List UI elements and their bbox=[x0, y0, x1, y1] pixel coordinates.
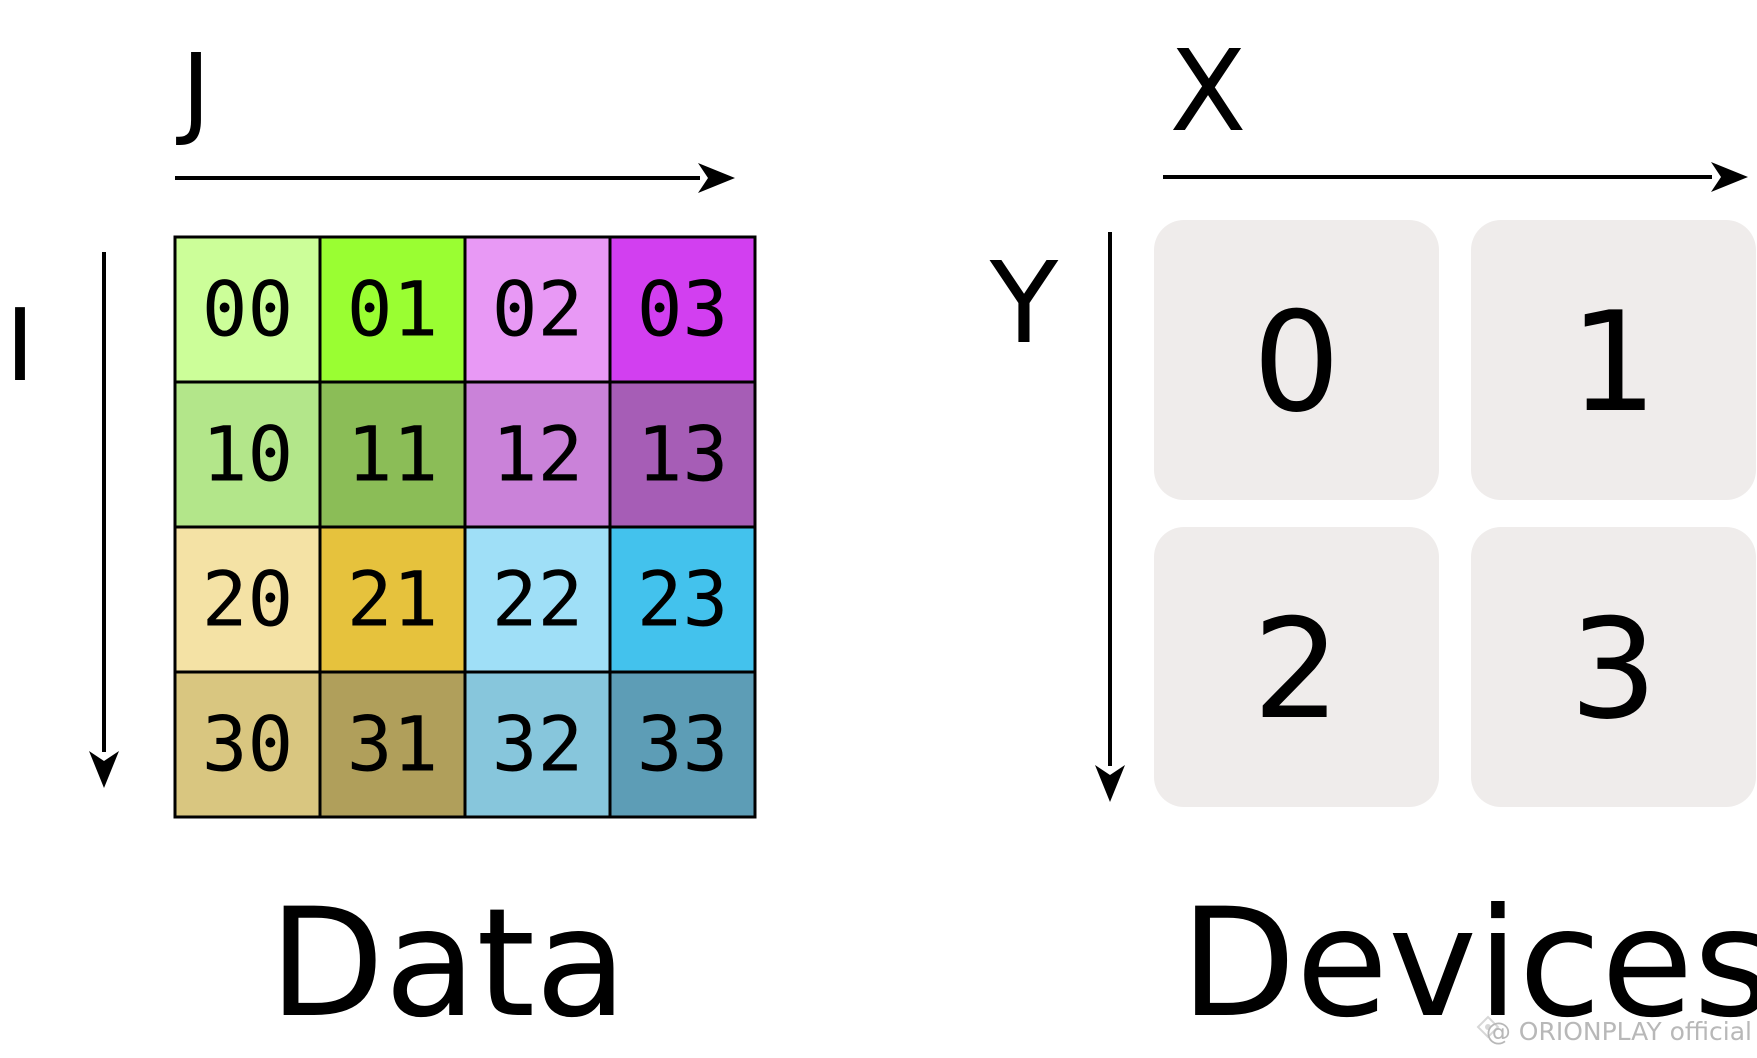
device-label: 2 bbox=[1253, 589, 1341, 750]
data-cell-label: 02 bbox=[492, 265, 584, 354]
devices-col-axis-label: X bbox=[1170, 27, 1247, 157]
data-cell-32: 32 bbox=[463, 670, 612, 819]
device-tile-0: 0 bbox=[1154, 220, 1439, 500]
device-tile-1: 1 bbox=[1471, 220, 1756, 500]
devices-row-axis-arrow bbox=[1095, 232, 1125, 802]
data-cell-03: 03 bbox=[608, 235, 757, 384]
data-cell-background bbox=[318, 380, 467, 529]
data-cell-label: 21 bbox=[347, 555, 439, 644]
device-tile-background bbox=[1154, 220, 1439, 500]
data-cell-30: 30 bbox=[173, 670, 322, 819]
data-cell-33: 33 bbox=[608, 670, 757, 819]
data-cell-label: 23 bbox=[637, 555, 729, 644]
devices-panel: X Y 0 1 2 3 Devices bbox=[989, 27, 1757, 1051]
watermark-logo-icon bbox=[1476, 1015, 1500, 1039]
data-cell-background bbox=[318, 670, 467, 819]
devices-col-axis-arrow bbox=[1163, 162, 1748, 192]
data-cell-label: 31 bbox=[347, 700, 439, 789]
data-grid: 00 01 02 03 10 11 12 13 20 21 22 23 30 31 32 33 bbox=[173, 235, 757, 819]
data-cell-label: 22 bbox=[492, 555, 584, 644]
watermark-text: @ ORIONPLAY official bbox=[1486, 1017, 1752, 1046]
data-cell-label: 32 bbox=[492, 700, 584, 789]
data-cell-label: 20 bbox=[202, 555, 294, 644]
device-tile-2: 2 bbox=[1154, 527, 1439, 807]
data-grid-border bbox=[173, 235, 757, 819]
devices-grid: 0 1 2 3 bbox=[1154, 220, 1756, 807]
data-caption: Data bbox=[269, 877, 627, 1051]
data-cell-22: 22 bbox=[463, 525, 612, 674]
device-tile-3: 3 bbox=[1471, 527, 1756, 807]
data-cell-label: 10 bbox=[202, 410, 294, 499]
device-label: 0 bbox=[1253, 282, 1341, 443]
data-row-axis-arrow bbox=[89, 252, 119, 788]
data-cell-label: 03 bbox=[637, 265, 729, 354]
data-cell-background bbox=[608, 670, 757, 819]
data-cell-background bbox=[463, 235, 612, 384]
device-label: 3 bbox=[1570, 589, 1658, 750]
data-cell-23: 23 bbox=[608, 525, 757, 674]
data-cell-label: 12 bbox=[492, 410, 584, 499]
data-col-axis-arrow bbox=[175, 163, 735, 193]
data-cell-31: 31 bbox=[318, 670, 467, 819]
devices-row-axis-label: Y bbox=[989, 239, 1059, 369]
data-cell-00: 00 bbox=[173, 235, 322, 384]
data-cell-label: 00 bbox=[202, 265, 294, 354]
data-cell-11: 11 bbox=[318, 380, 467, 529]
data-cell-02: 02 bbox=[463, 235, 612, 384]
device-tile-background bbox=[1471, 527, 1756, 807]
data-cell-label: 11 bbox=[347, 410, 439, 499]
data-cell-background bbox=[463, 380, 612, 529]
data-cell-label: 33 bbox=[637, 700, 729, 789]
data-cell-13: 13 bbox=[608, 380, 757, 529]
data-cell-label: 30 bbox=[202, 700, 294, 789]
data-cell-21: 21 bbox=[318, 525, 467, 674]
device-tile-background bbox=[1471, 220, 1756, 500]
device-tile-background bbox=[1154, 527, 1439, 807]
data-panel: J I 00 01 02 03 10 11 12 13 20 21 22 23 30 31 32 33 Dat… bbox=[5, 32, 757, 1051]
data-row-axis-label: I bbox=[5, 287, 35, 404]
device-label: 1 bbox=[1570, 282, 1658, 443]
data-cell-12: 12 bbox=[463, 380, 612, 529]
data-cell-background bbox=[463, 525, 612, 674]
data-cell-10: 10 bbox=[173, 380, 322, 529]
data-col-axis-label: J bbox=[175, 32, 211, 149]
data-cell-background bbox=[608, 235, 757, 384]
data-cell-background bbox=[608, 525, 757, 674]
data-cell-background bbox=[463, 670, 612, 819]
watermark: @ ORIONPLAY official bbox=[1476, 1015, 1752, 1046]
devices-caption: Devices bbox=[1180, 877, 1757, 1051]
data-cell-20: 20 bbox=[173, 525, 322, 674]
data-cell-label: 01 bbox=[347, 265, 439, 354]
data-cell-01: 01 bbox=[318, 235, 467, 384]
data-cell-label: 13 bbox=[637, 410, 729, 499]
